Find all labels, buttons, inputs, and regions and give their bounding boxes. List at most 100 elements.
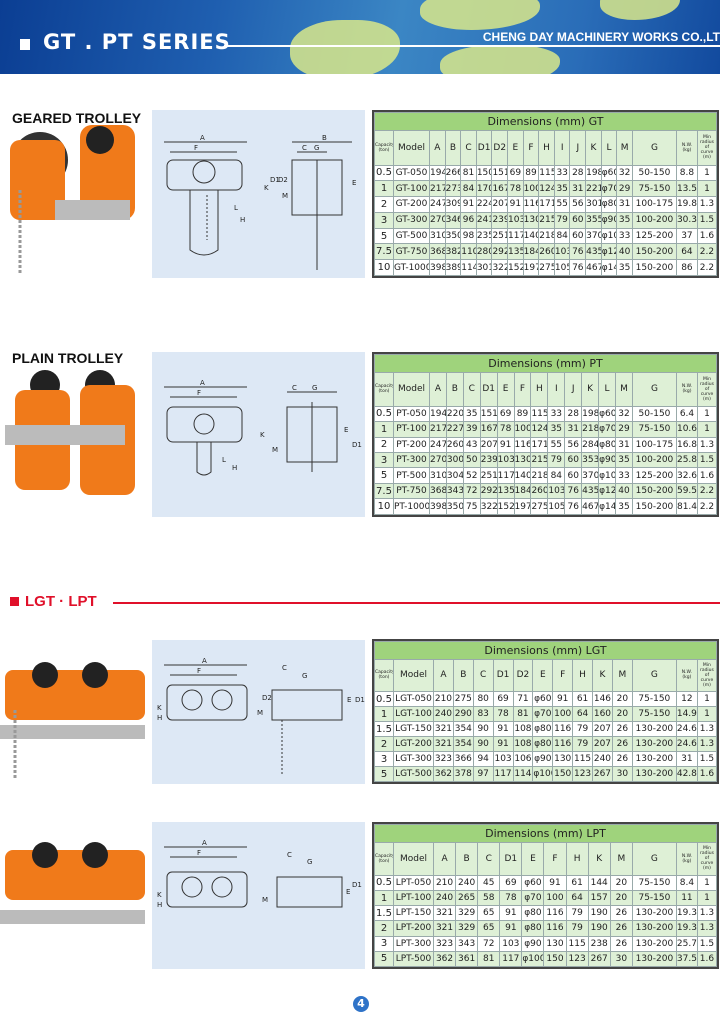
table-cell: 346 <box>444 211 462 229</box>
section-title-lgt-lpt: LGT · LPT <box>10 593 97 610</box>
table-cell: 72 <box>462 482 481 500</box>
table-cell: 215 <box>538 211 555 229</box>
table-cell: LPT-300 <box>393 935 434 952</box>
table-cell: φ120 <box>598 482 616 500</box>
column-header: E <box>532 658 554 692</box>
dim-label: A <box>202 657 207 665</box>
table-cell: 170 <box>475 180 493 198</box>
table-cell: 194 <box>429 164 446 182</box>
table-cell: 58 <box>477 889 501 907</box>
table-cell: 184 <box>513 482 532 500</box>
table-cell: 150 <box>475 164 493 182</box>
table-cell: φ80 <box>600 196 618 213</box>
table-cell: 321 <box>433 736 454 752</box>
column-header: E <box>507 130 524 166</box>
table-cell: 50-150 <box>631 164 677 182</box>
table-cell: 265 <box>455 889 479 907</box>
table-cell: 69 <box>496 405 515 423</box>
table-cell: 84 <box>553 227 571 245</box>
bullet-square-icon <box>10 597 19 606</box>
table-cell: 1 <box>374 180 394 198</box>
table-cell: φ80 <box>532 736 554 752</box>
table-cell: GT-750 <box>393 243 430 261</box>
table-cell: 218 <box>530 467 549 484</box>
table-cell: 30 <box>611 766 633 782</box>
table-cell: 61 <box>565 874 589 891</box>
column-header: K <box>592 658 613 692</box>
table-cell: 355 <box>585 211 602 229</box>
table-cell: 323 <box>432 935 457 952</box>
table-cell: 64 <box>675 243 698 261</box>
table-cell: GT-200 <box>393 196 430 213</box>
table-cell: 247 <box>429 196 446 213</box>
table-cell: 301 <box>585 196 602 213</box>
table-cell: 79 <box>565 905 589 922</box>
table-cell: 5 <box>374 950 394 968</box>
lgt-dimension-diagram: A F C G K H M D2 E D1 <box>152 640 365 784</box>
table-cell: 56 <box>564 436 583 454</box>
table-cell: 103 <box>553 243 571 261</box>
table-cell: 1 <box>696 180 718 198</box>
table-cell: 0.5 <box>374 691 394 707</box>
column-header: Min radius of curve (m) <box>696 130 718 166</box>
table-cell: 110 <box>460 243 477 261</box>
table-cell: 467 <box>581 498 600 515</box>
table-cell: 108 <box>512 736 534 752</box>
table-cell: 240 <box>433 706 454 722</box>
table-cell: LGT-150 <box>393 721 434 737</box>
table-cell: LPT-050 <box>393 874 434 891</box>
table-cell: 1.3 <box>696 920 718 937</box>
table-cell: 97 <box>472 766 494 782</box>
table-cell: 103 <box>492 751 514 767</box>
table-cell: PT-100 <box>393 421 430 438</box>
table-cell: LPT-100 <box>393 889 434 907</box>
table-cell: 75-150 <box>631 180 677 198</box>
table-cell: 8.8 <box>675 164 698 182</box>
table-cell: 224 <box>475 196 493 213</box>
table-cell: 20 <box>609 889 633 907</box>
table-cell: 1 <box>696 421 718 438</box>
table-cell: 197 <box>513 498 532 515</box>
table-cell: 80 <box>472 691 494 707</box>
table-cell: 123 <box>565 950 589 968</box>
table-cell: 40 <box>616 243 633 261</box>
table-cell: 59.5 <box>675 482 698 500</box>
table-cell: 100-175 <box>631 436 677 454</box>
table-cell: 270 <box>429 211 446 229</box>
table-cell: 91 <box>492 721 514 737</box>
dim-label: D1 <box>352 441 362 449</box>
table-cell: 310 <box>429 467 447 484</box>
table-row: 7.5PT-7503683437229213518426010376435φ12… <box>374 482 718 500</box>
dim-label: D2 <box>262 694 272 702</box>
dim-label: D1 <box>355 696 365 704</box>
dim-label: M <box>262 896 268 904</box>
table-cell: φ70 <box>532 706 554 722</box>
table-cell: 207 <box>592 736 613 752</box>
table-row: 5PT-500310304522511171402188460370φ10033… <box>374 467 718 484</box>
table-cell: 310 <box>429 227 446 245</box>
table-cell: 2.2 <box>696 498 718 515</box>
table-cell: 32 <box>614 405 633 423</box>
table-row: 0.5GT-0501942668115015169891153328198φ60… <box>374 164 718 182</box>
table-cell: 150-200 <box>631 498 677 515</box>
table-cell: 300 <box>445 452 464 469</box>
table-cell: 117 <box>496 467 515 484</box>
table-cell: 123 <box>572 766 593 782</box>
table-cell: 5 <box>374 467 394 484</box>
table-cell: 91 <box>543 874 567 891</box>
table-cell: 1.5 <box>696 211 718 229</box>
dim-label: C <box>302 144 307 152</box>
table-cell: 260 <box>530 482 549 500</box>
table-cell: 1.5 <box>374 721 394 737</box>
table-cell: 240 <box>455 874 479 891</box>
table-cell: 167 <box>491 180 509 198</box>
table-cell: 3 <box>374 211 394 229</box>
plain-trolley-image <box>5 370 135 495</box>
